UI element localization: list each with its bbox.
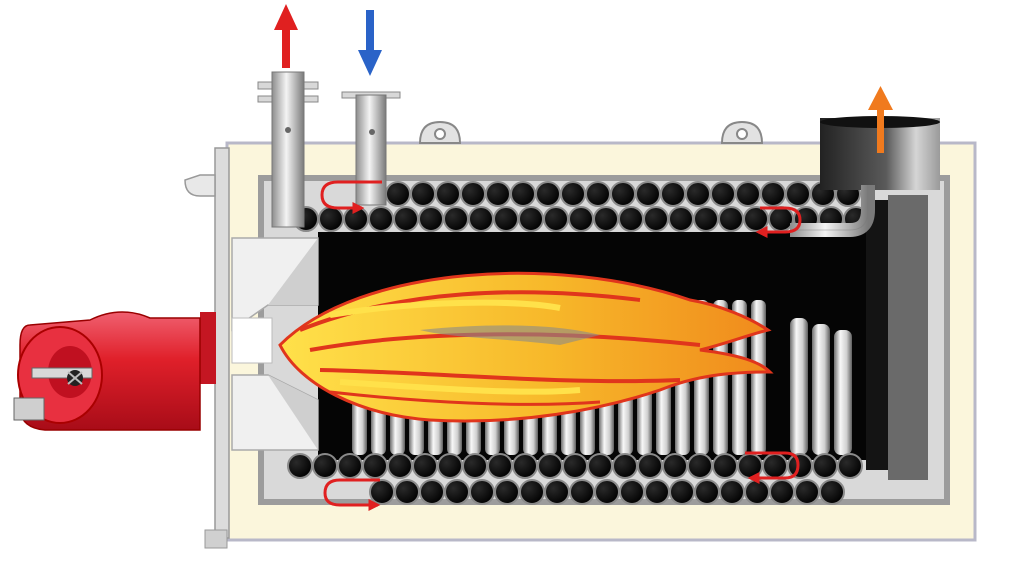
tube-end: [462, 453, 488, 479]
burner-flame: [278, 271, 774, 423]
tube-end: [435, 181, 461, 207]
tube-end: [593, 206, 619, 232]
tube-end: [544, 479, 570, 505]
tube-end: [468, 206, 494, 232]
tube-end: [443, 206, 469, 232]
tube-end: [762, 453, 788, 479]
tube-end: [369, 479, 395, 505]
tube-end: [618, 206, 644, 232]
tube-end: [494, 479, 520, 505]
tube-end: [419, 479, 445, 505]
arrow-up-icon: [274, 4, 298, 68]
tube-end: [469, 479, 495, 505]
tube-end: [493, 206, 519, 232]
tube-end: [785, 181, 811, 207]
tube-end: [418, 206, 444, 232]
tube-end: [587, 453, 613, 479]
vertical-tube: [675, 380, 690, 455]
tube-end: [393, 206, 419, 232]
tube-end: [585, 181, 611, 207]
tube-end: [669, 479, 695, 505]
tube-end: [594, 479, 620, 505]
rear-chamber: [866, 200, 888, 470]
vertical-tube: [656, 380, 671, 455]
cold-water-inlet-pipe: [341, 91, 401, 206]
tube-end: [660, 181, 686, 207]
tube-end: [819, 479, 845, 505]
burner: [13, 311, 216, 431]
tube-end: [837, 453, 863, 479]
tube-end: [685, 181, 711, 207]
tube-end: [368, 206, 394, 232]
tube-end: [337, 453, 363, 479]
tube-end: [460, 181, 486, 207]
tube-end: [619, 479, 645, 505]
tube-end: [612, 453, 638, 479]
tube-end: [394, 479, 420, 505]
hot-water-outlet-pipe: [257, 71, 319, 228]
tube-end: [487, 453, 513, 479]
tube-end: [560, 181, 586, 207]
tube-end: [644, 479, 670, 505]
tube-end: [410, 181, 436, 207]
tube-end: [812, 453, 838, 479]
tube-end: [737, 453, 763, 479]
vertical-tube: [834, 330, 852, 455]
tube-end: [735, 181, 761, 207]
burner-throat: [231, 237, 319, 451]
tube-end: [385, 181, 411, 207]
tube-end: [637, 453, 663, 479]
tube-end: [693, 206, 719, 232]
tube-end: [537, 453, 563, 479]
tube-end: [787, 453, 813, 479]
gas-flow-arrows: [320, 180, 802, 511]
vertical-tube: [637, 380, 652, 455]
tube-end: [287, 453, 313, 479]
tube-end: [437, 453, 463, 479]
tube-end: [710, 181, 736, 207]
tube-end: [712, 453, 738, 479]
tube-end: [518, 206, 544, 232]
tube-end: [485, 181, 511, 207]
rear-wall: [888, 195, 928, 480]
vertical-tube: [751, 300, 766, 455]
tube-end: [635, 181, 661, 207]
arrow-down-icon: [358, 10, 382, 76]
tube-end: [444, 479, 470, 505]
tube-end: [668, 206, 694, 232]
tube-end: [412, 453, 438, 479]
tube-end: [519, 479, 545, 505]
arrow-up-icon: [868, 86, 893, 153]
tube-end: [744, 479, 770, 505]
tube-end: [743, 206, 769, 232]
tube-end: [694, 479, 720, 505]
tube-end: [543, 206, 569, 232]
tube-end: [312, 453, 338, 479]
tube-end: [569, 479, 595, 505]
tube-end: [769, 479, 795, 505]
tube-end: [610, 181, 636, 207]
tube-end: [687, 453, 713, 479]
tube-end: [343, 206, 369, 232]
tube-end: [760, 181, 786, 207]
tube-end: [318, 206, 344, 232]
tube-end: [718, 206, 744, 232]
vertical-tube: [790, 318, 808, 455]
water-tube-rows: [287, 181, 869, 505]
tube-end: [535, 181, 561, 207]
tube-end: [794, 479, 820, 505]
tube-end: [719, 479, 745, 505]
vertical-tube: [812, 324, 830, 455]
tube-end: [510, 181, 536, 207]
tube-end: [768, 206, 794, 232]
tube-end: [662, 453, 688, 479]
tube-end: [362, 453, 388, 479]
tube-end: [562, 453, 588, 479]
tube-end: [387, 453, 413, 479]
tube-end: [643, 206, 669, 232]
tube-end: [512, 453, 538, 479]
tube-end: [568, 206, 594, 232]
